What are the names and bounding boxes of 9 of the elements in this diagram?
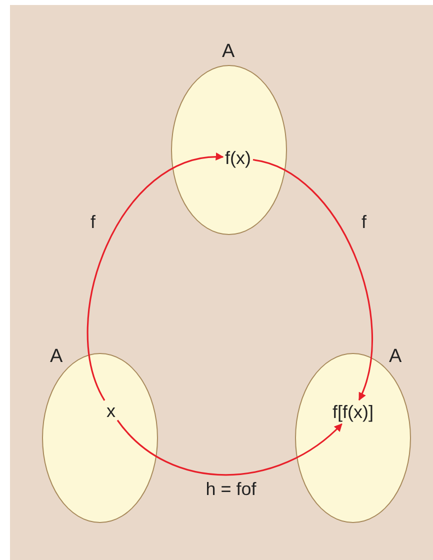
arrow <box>86 154 224 401</box>
set-label: A <box>389 347 402 367</box>
set-label: A <box>50 347 63 367</box>
element-label: f[f(x)] <box>332 402 374 422</box>
arrow <box>252 158 373 401</box>
element-label: f(x) <box>225 148 251 168</box>
arrow <box>116 420 342 476</box>
element-label: x <box>106 401 116 421</box>
set-label: A <box>222 42 235 62</box>
